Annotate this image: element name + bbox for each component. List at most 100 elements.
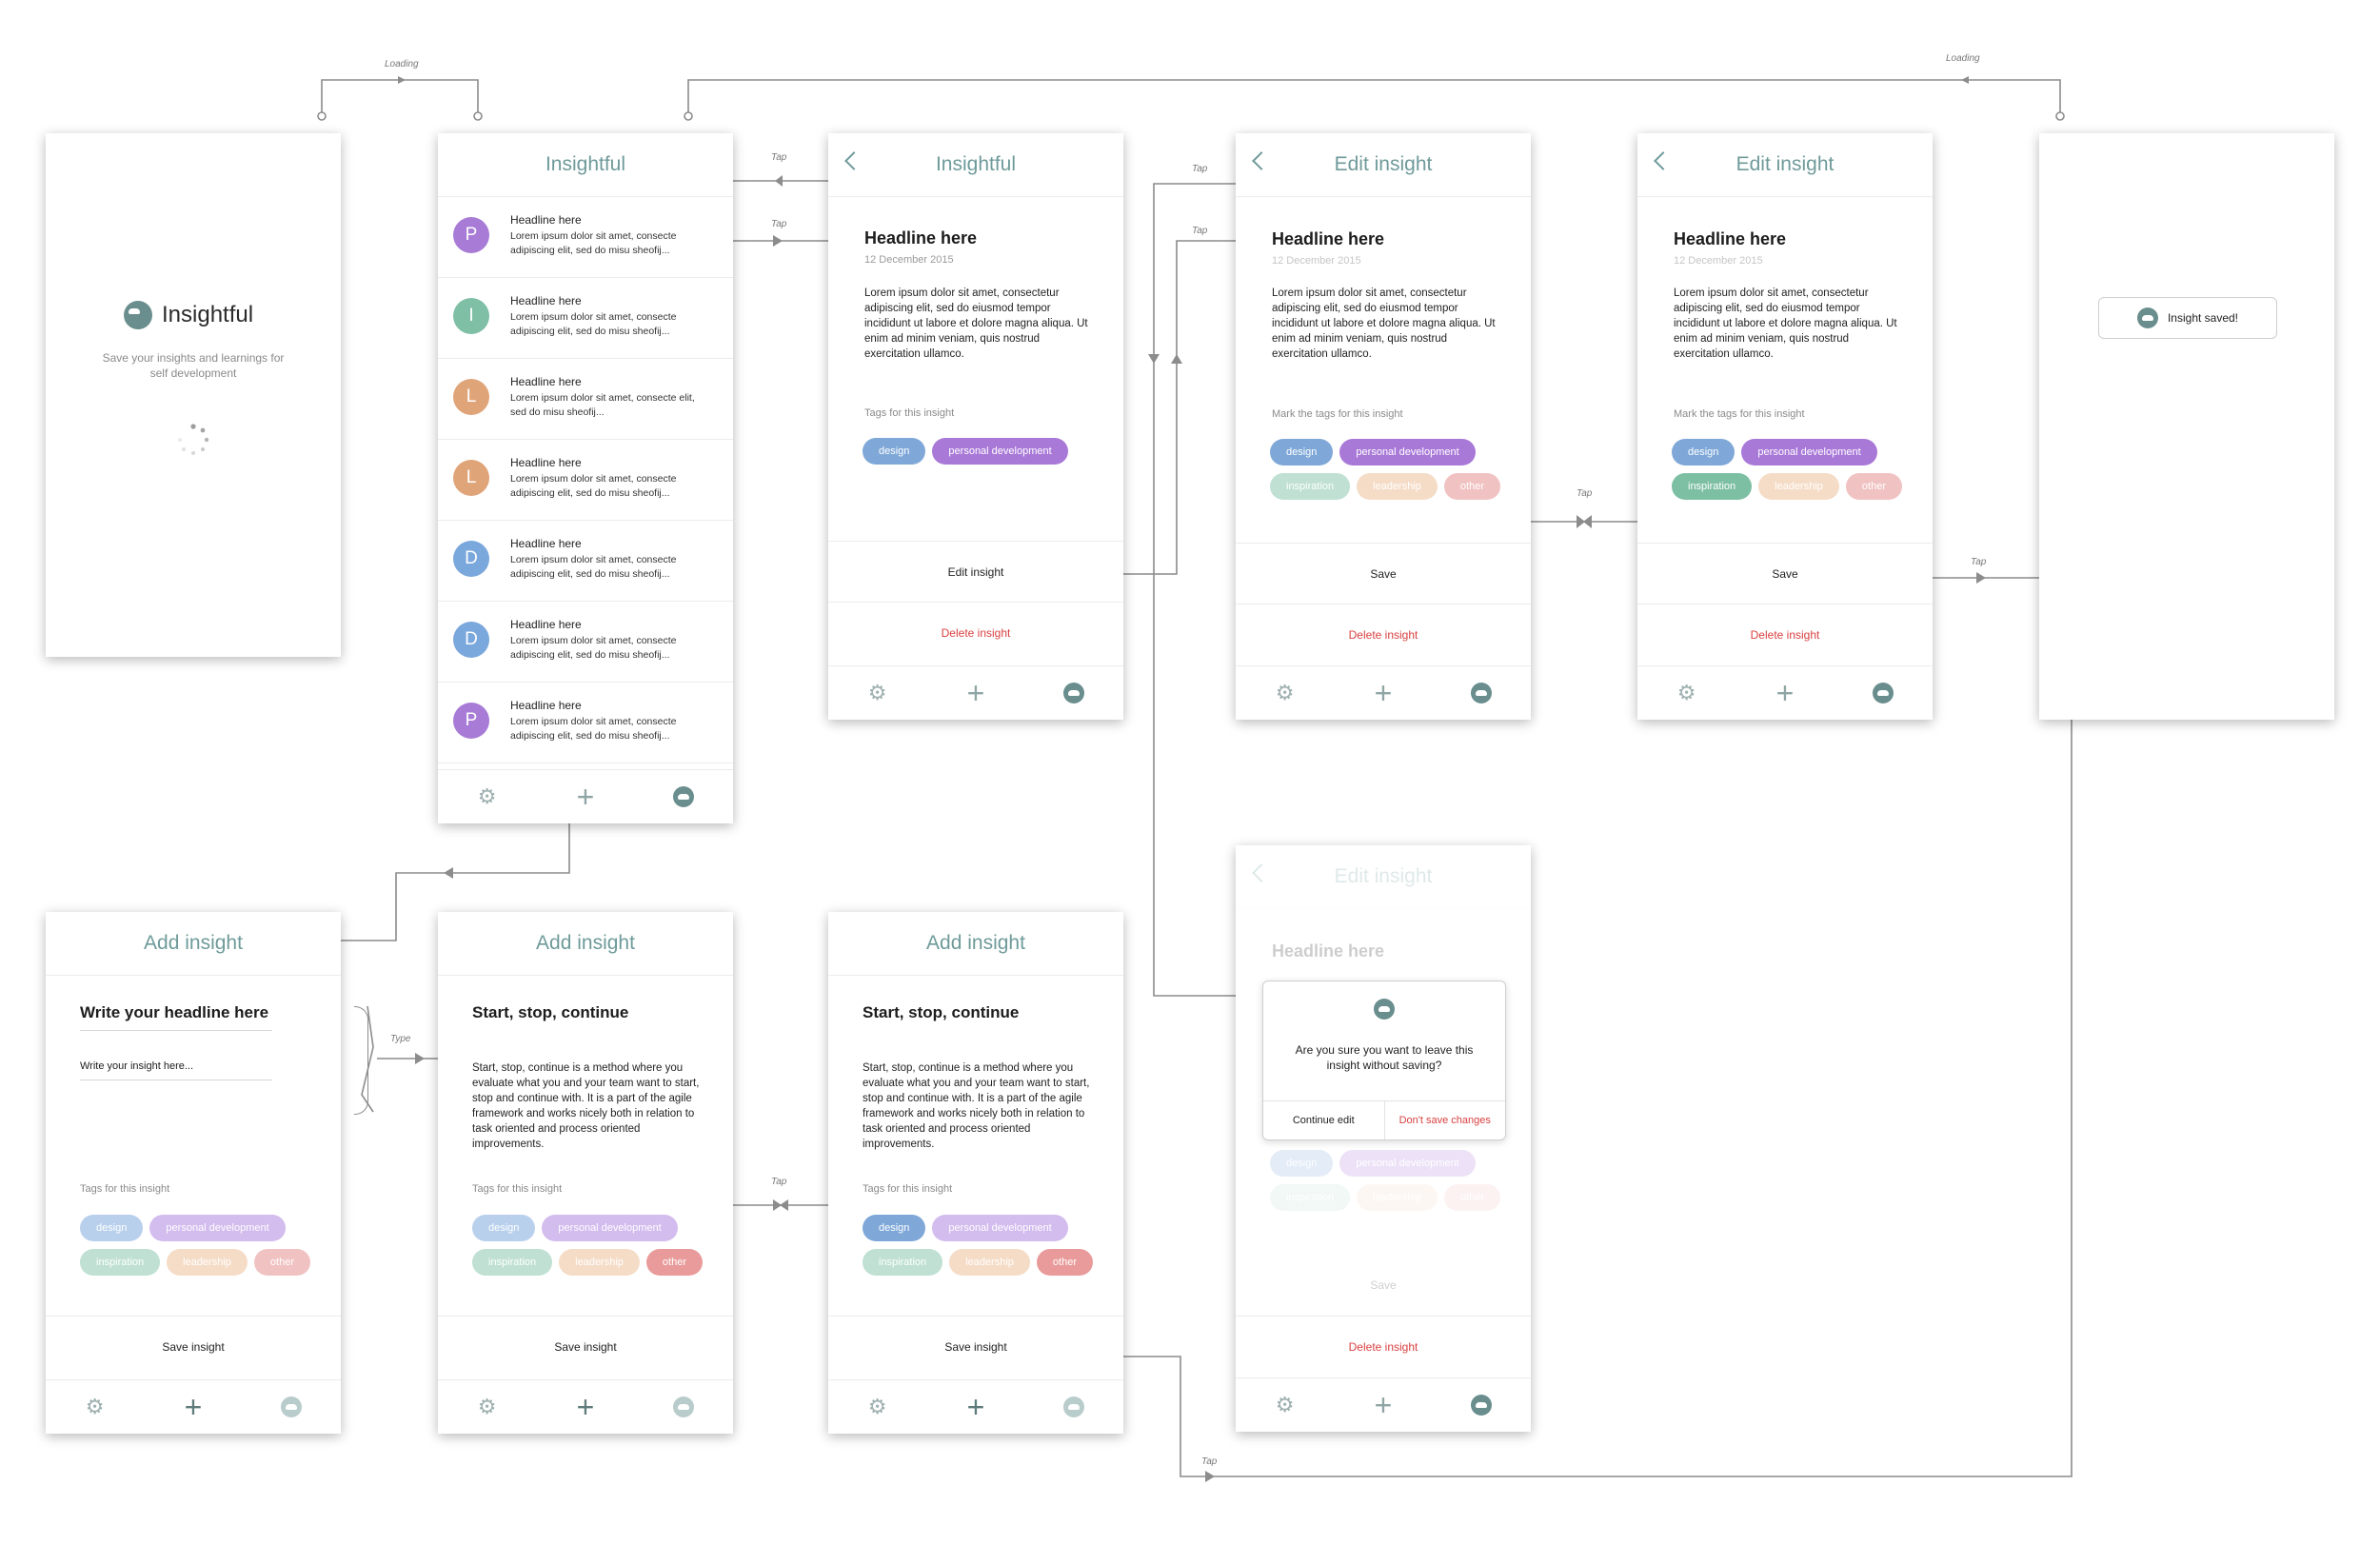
tab-bar: ⚙ + [1236, 665, 1531, 720]
gear-icon[interactable]: ⚙ [1275, 681, 1295, 704]
tab-bar: ⚙ + [1637, 665, 1933, 720]
gear-icon[interactable]: ⚙ [867, 681, 887, 704]
edit-header: Edit insight [1236, 133, 1531, 197]
gear-icon[interactable]: ⚙ [477, 784, 497, 808]
tag-design[interactable]: design [80, 1215, 144, 1241]
insights-icon[interactable] [279, 1395, 304, 1419]
tag-leadership[interactable]: leadership [1357, 473, 1438, 500]
tag-inspiration[interactable]: inspiration [1672, 473, 1753, 500]
add-icon[interactable]: + [966, 1390, 985, 1424]
detail-tags-label: Tags for this insight [864, 407, 955, 419]
add-icon[interactable]: + [1374, 676, 1393, 710]
filled-body: Start, stop, continue is a method where … [863, 1062, 1090, 1150]
insights-icon[interactable] [671, 784, 696, 809]
save-button[interactable]: Save [1236, 543, 1531, 604]
row-headline: Headline here [510, 699, 582, 712]
tag-inspiration[interactable]: inspiration [863, 1249, 943, 1276]
add-icon[interactable]: + [184, 1390, 203, 1424]
gear-icon[interactable]: ⚙ [85, 1395, 105, 1418]
row-preview: Lorem ipsum dolor sit amet, consecte adi… [510, 716, 677, 742]
type-label: Type [390, 1034, 411, 1044]
delete-insight-button[interactable]: Delete insight [1236, 604, 1531, 665]
save-insight-button[interactable]: Save insight [46, 1316, 341, 1377]
gear-icon[interactable]: ⚙ [1676, 681, 1696, 704]
tag-inspiration: inspiration [1270, 1184, 1351, 1211]
tag-other[interactable]: other [253, 1249, 310, 1276]
tag-personal-development[interactable]: personal development [1339, 439, 1476, 465]
edit-tags-label: Mark the tags for this insight [1272, 408, 1403, 420]
tag-design[interactable]: design [1672, 439, 1735, 465]
tag-other[interactable]: other [645, 1249, 703, 1276]
insight-input[interactable]: Write your insight here... [80, 1060, 272, 1080]
tag-design: design [1270, 1150, 1334, 1177]
tab-bar: ⚙ + [828, 665, 1123, 720]
tag-personal-development[interactable]: personal development [149, 1215, 286, 1241]
add-icon[interactable]: + [1775, 676, 1795, 710]
gear-icon[interactable]: ⚙ [477, 1395, 497, 1418]
tag-other[interactable]: other [1036, 1249, 1093, 1276]
save-insight-button[interactable]: Save insight [828, 1316, 1123, 1377]
filled-headline: Start, stop, continue [472, 1003, 629, 1021]
type-bracket [354, 1006, 368, 1115]
tag-personal-development[interactable]: personal development [932, 1215, 1068, 1241]
tag-leadership[interactable]: leadership [949, 1249, 1030, 1276]
row-preview: Lorem ipsum dolor sit amet, consecte adi… [510, 473, 677, 499]
delete-insight-button[interactable]: Delete insight [828, 602, 1123, 664]
add-icon[interactable]: + [966, 676, 985, 710]
tag-leadership[interactable]: leadership [1758, 473, 1839, 500]
insights-icon[interactable] [1871, 681, 1895, 705]
insights-icon[interactable] [1061, 681, 1086, 705]
avatar: D [453, 622, 489, 658]
continue-edit-button[interactable]: Continue edit [1263, 1101, 1385, 1139]
insights-icon[interactable] [671, 1395, 696, 1419]
tag-leadership[interactable]: leadership [167, 1249, 248, 1276]
save-insight-button[interactable]: Save insight [438, 1316, 733, 1377]
tag-inspiration[interactable]: inspiration [472, 1249, 553, 1276]
tag-personal-development[interactable]: personal development [542, 1215, 678, 1241]
tag-design[interactable]: design [863, 1215, 926, 1241]
tag-other[interactable]: other [1845, 473, 1902, 500]
tab-bar: ⚙ + [46, 1379, 341, 1434]
insights-icon[interactable] [1061, 1395, 1086, 1419]
row-preview: Lorem ipsum dolor sit amet, consecte adi… [510, 311, 677, 337]
tag-other[interactable]: other [1443, 473, 1500, 500]
add-insight-filled-screen: Add insight Start, stop, continue Start,… [438, 912, 733, 1434]
cloud-icon [124, 301, 152, 329]
delete-insight-button[interactable]: Delete insight [1637, 604, 1933, 665]
save-button[interactable]: Save [1637, 543, 1933, 604]
edit-headline: Headline here [1272, 229, 1385, 248]
tag-inspiration[interactable]: inspiration [1270, 473, 1351, 500]
tag-inspiration[interactable]: inspiration [80, 1249, 161, 1276]
gear-icon[interactable]: ⚙ [867, 1395, 887, 1418]
detail-header: Insightful [828, 133, 1123, 197]
headline-input[interactable]: Write your headline here [80, 1003, 272, 1031]
add-icon[interactable]: + [576, 780, 595, 814]
row-preview: Lorem ipsum dolor sit amet, consecte adi… [510, 230, 677, 256]
tag-leadership[interactable]: leadership [559, 1249, 640, 1276]
tag-personal-development: personal development [1339, 1150, 1476, 1177]
add-tags: design personal development inspiration … [472, 1215, 710, 1276]
tag-design[interactable]: design [1270, 439, 1334, 465]
add-icon[interactable]: + [576, 1390, 595, 1424]
add-tags: design personal development inspiration … [863, 1215, 1101, 1276]
filled-body: Start, stop, continue is a method where … [472, 1062, 700, 1150]
row-preview: Lorem ipsum dolor sit amet, consecte eli… [510, 392, 695, 418]
tag-personal-development[interactable]: personal development [1741, 439, 1877, 465]
delete-insight-button[interactable]: Delete insight [1236, 1316, 1531, 1377]
gear-icon[interactable]: ⚙ [1275, 1393, 1295, 1416]
insights-icon[interactable] [1469, 681, 1494, 705]
insights-icon[interactable] [1469, 1393, 1494, 1417]
dont-save-button[interactable]: Don't save changes [1398, 1115, 1491, 1126]
add-header: Add insight [438, 912, 733, 976]
add-icon[interactable]: + [1374, 1388, 1393, 1422]
edit-insight-button[interactable]: Edit insight [828, 541, 1123, 603]
leave-confirm-screen: Edit insight Headline here design person… [1236, 845, 1531, 1432]
tag-design[interactable]: design [472, 1215, 536, 1241]
